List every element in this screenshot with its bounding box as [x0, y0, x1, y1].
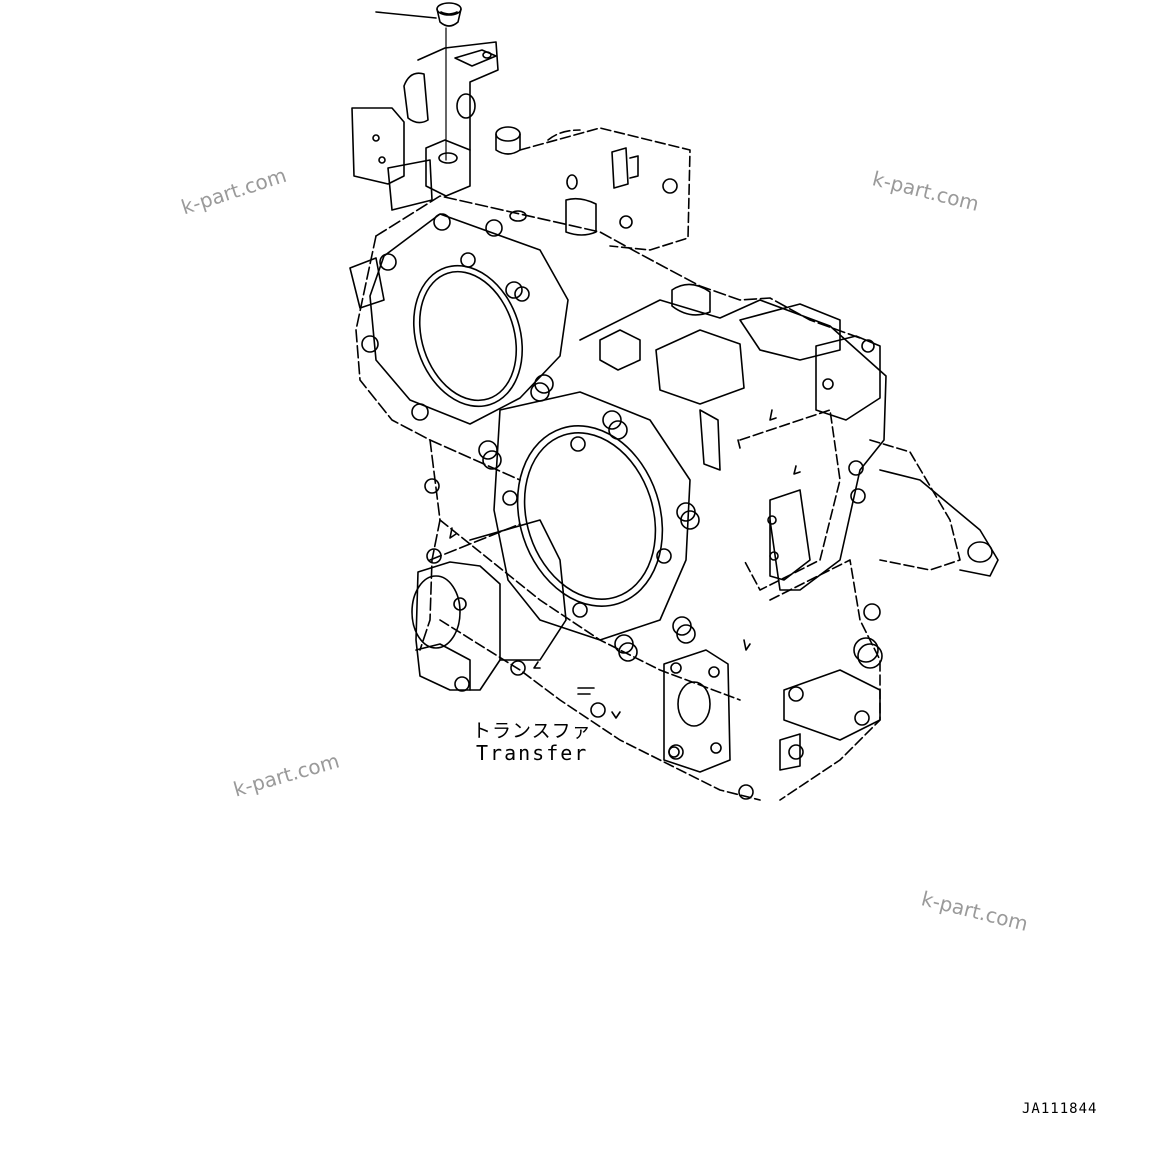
right-cover-dashed [439, 409, 961, 801]
component-label-english: Transfer [476, 741, 589, 765]
upper-bracket [351, 41, 521, 211]
lower-left-cylinder [411, 519, 567, 692]
lower-right-blocks [779, 603, 883, 771]
center-flange [493, 391, 691, 641]
output-flange [663, 649, 731, 773]
right-housing [579, 283, 887, 591]
plug-part-icon[interactable] [436, 2, 462, 27]
top-cover-plate [519, 127, 691, 251]
drawing-number: JA111844 [1022, 1101, 1098, 1117]
component-label-japanese: トランスファ [472, 720, 592, 742]
right-bracket-arm [767, 460, 999, 581]
detail-marks [449, 409, 801, 719]
left-flange [349, 213, 569, 425]
bolt-group [424, 252, 754, 800]
top-cover-details [509, 147, 678, 236]
main-housing-left [355, 195, 861, 651]
callout-leader [375, 11, 447, 161]
